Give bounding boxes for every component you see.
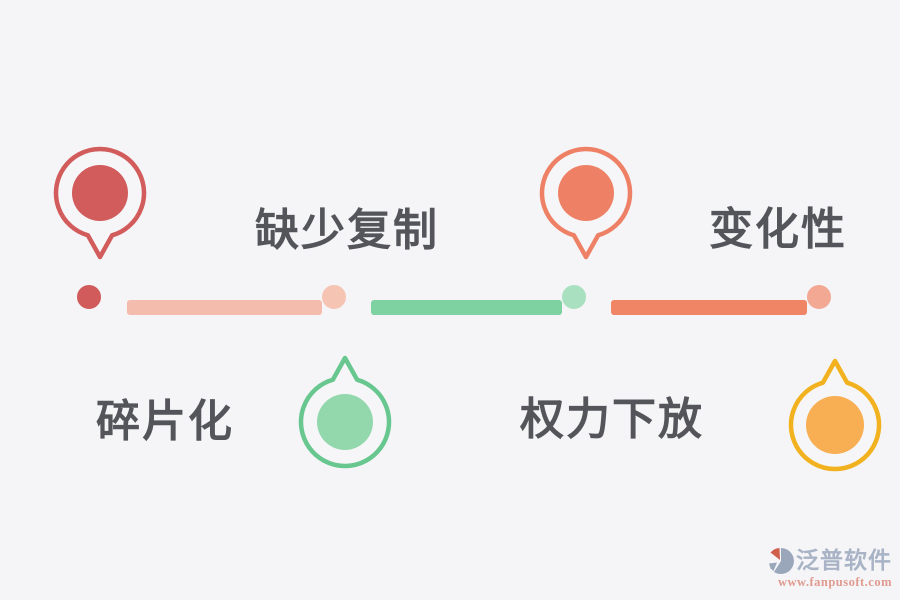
pin-marker-milestone-1: [53, 146, 147, 260]
watermark-name: 泛普软件: [796, 547, 892, 574]
pin-marker-milestone-2: [298, 355, 392, 469]
pin-marker-milestone-3: [539, 146, 633, 260]
logo-shape-gray: [774, 548, 794, 574]
timeline-node-2: [322, 285, 346, 309]
watermark: 泛普软件 www.fanpusoft.com: [768, 547, 892, 590]
logo-shape-gray-small: [769, 562, 777, 571]
timeline-node-1: [77, 285, 101, 309]
milestone-label-4: 变化性: [709, 205, 847, 254]
timeline-segment-3: [611, 300, 807, 315]
watermark-url: www.fanpusoft.com: [777, 575, 892, 589]
pin-dot: [317, 394, 373, 450]
logo-shape-accent: [770, 548, 780, 560]
milestone-label-3: 权力下放: [520, 395, 704, 444]
timeline-segment-2: [371, 300, 562, 315]
watermark-logo-icon: [769, 548, 794, 574]
timeline-node-4: [807, 285, 831, 309]
pin-dot: [72, 165, 128, 221]
milestone-label-1: 碎片化: [96, 397, 234, 446]
pin-dot: [558, 165, 614, 221]
pin-marker-milestone-4: [788, 358, 882, 472]
milestone-label-2: 缺少复制: [255, 206, 439, 255]
timeline-node-3: [562, 285, 586, 309]
timeline-segment-1: [127, 300, 322, 315]
pin-dot: [806, 396, 864, 454]
